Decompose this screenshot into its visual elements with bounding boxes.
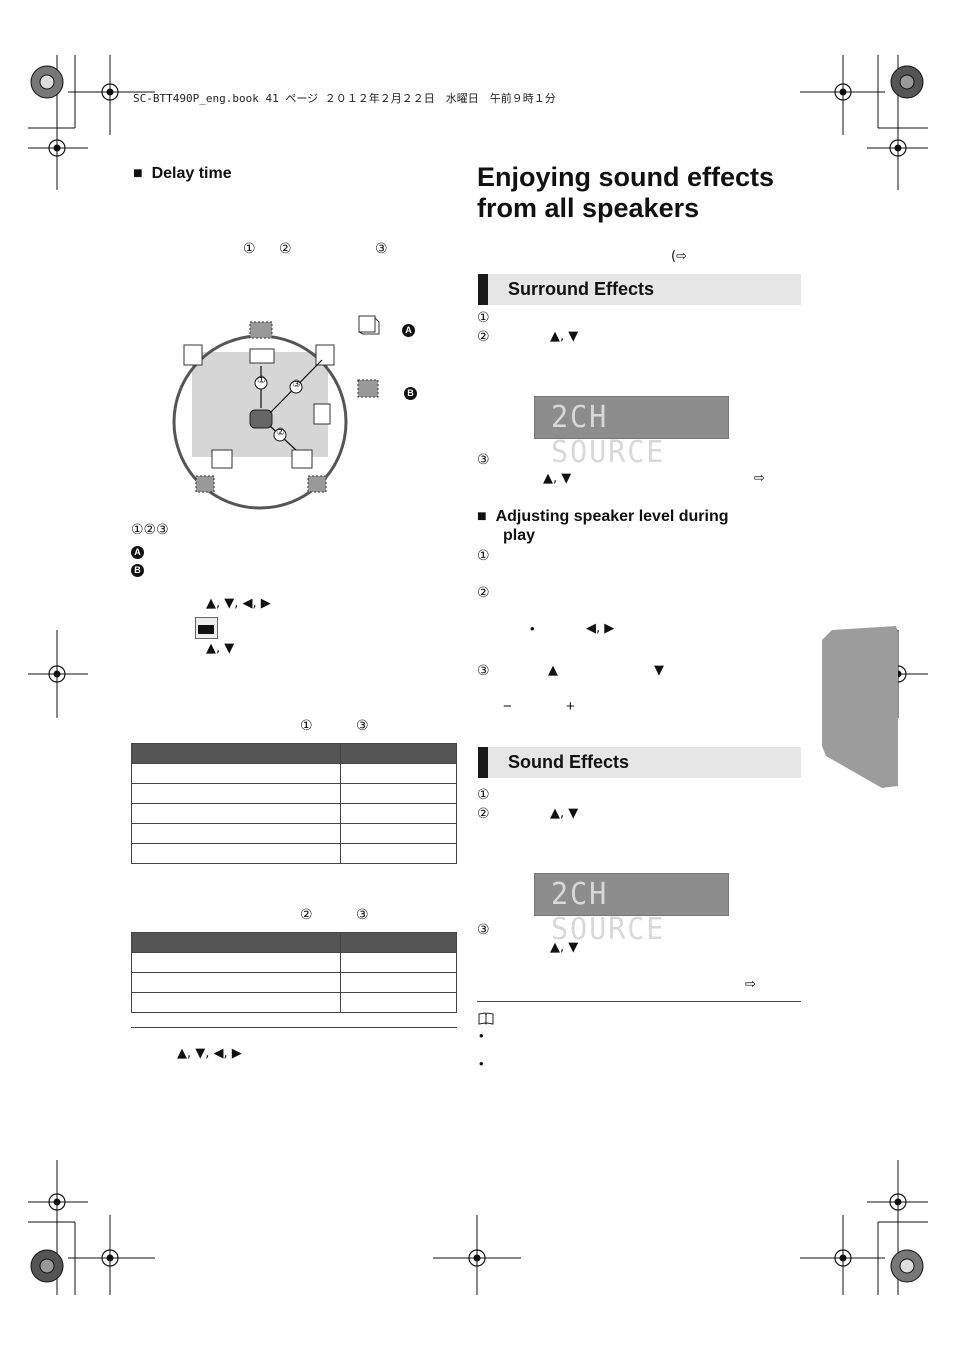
nav-arrows-4way: ▲, ▼, ◀, ▶ <box>206 596 271 611</box>
speaker-dashed-icon <box>357 379 379 398</box>
adjust-down-arrow: ▼ <box>654 663 664 678</box>
delay-table-1 <box>131 743 457 864</box>
square-bullet-icon: ■ <box>133 165 143 182</box>
step-ref-2: ② <box>279 241 292 257</box>
page-title-line1: Enjoying sound effects <box>477 162 775 192</box>
delay-time-label: Delay time <box>151 165 232 182</box>
table2-ref-2: ② <box>300 907 313 923</box>
table-row <box>131 972 457 993</box>
divider <box>131 1027 457 1028</box>
adjust-step-2: ② <box>477 585 490 601</box>
sound-step-3: ③ <box>477 922 490 938</box>
adjust-heading-line2: play <box>503 527 536 544</box>
divider <box>477 1001 801 1002</box>
step-ref-3: ③ <box>375 241 388 257</box>
surround-effects-title: Surround Effects <box>508 279 655 299</box>
sound-step2-arrows: ▲, ▼ <box>550 806 579 821</box>
legend-a: A <box>131 542 144 560</box>
nav-arrows-4way-2: ▲, ▼, ◀, ▶ <box>177 1046 242 1061</box>
legend-circles: ①②③ <box>131 522 169 538</box>
print-header: SC-BTT490P_eng.book 41 ページ ２０１２年２月２２日 水曜… <box>133 92 556 105</box>
adjust-lr-arrows: ◀, ▶ <box>586 621 615 636</box>
sound-effects-title: Sound Effects <box>508 752 630 772</box>
table1-ref-1: ① <box>300 718 313 734</box>
sound-step3-arrows: ▲, ▼ <box>550 940 579 955</box>
surround-step-1: ① <box>477 310 490 326</box>
step-ref-1: ① <box>243 241 256 257</box>
surround-step3-arrows: ▲, ▼ <box>543 471 572 486</box>
adjust-heading-line1: Adjusting speaker level during <box>495 508 729 525</box>
table2-ref-3: ③ <box>356 907 369 923</box>
surround-lcd-display: 2CH SOURCE <box>534 396 729 470</box>
adjust-heading: ■ Adjusting speaker level during <box>477 507 729 527</box>
delay-time-heading: ■ Delay time <box>133 165 232 183</box>
adjust-minus: − <box>503 698 512 715</box>
sound-step-1: ① <box>477 787 490 803</box>
nav-arrows-updown: ▲, ▼ <box>206 641 235 656</box>
surround-effects-bar: Surround Effects <box>478 274 801 305</box>
table-row <box>131 783 457 804</box>
surround-step2-arrows: ▲, ▼ <box>550 329 579 344</box>
page-title-line2: from all speakers <box>477 193 700 223</box>
adjust-bullet: • <box>530 621 535 636</box>
surround-step-3: ③ <box>477 452 490 468</box>
side-thumb-tab <box>822 626 898 788</box>
table-row <box>131 803 457 824</box>
legend-b: B <box>131 560 144 578</box>
table1-ref-3: ③ <box>356 718 369 734</box>
sound-step3-ref: ⇨ <box>745 977 756 992</box>
legend-a-badge: A <box>402 320 415 338</box>
adjust-step-3: ③ <box>477 663 490 679</box>
table-row <box>131 763 457 784</box>
adjust-up-arrow: ▲ <box>548 663 558 678</box>
page-ref-arrow: (⇨ <box>671 249 687 264</box>
delay-table-2 <box>131 932 457 1013</box>
sound-step-2: ② <box>477 806 490 822</box>
enter-button-icon <box>195 617 218 639</box>
table-row <box>131 992 457 1013</box>
diagram-label-2: ② <box>276 427 285 438</box>
table-row <box>131 823 457 844</box>
sound-effects-bar: Sound Effects <box>478 747 801 778</box>
note-bullet-1: • <box>479 1028 484 1043</box>
diagram-label-1: ① <box>257 375 266 386</box>
adjust-step-1: ① <box>477 548 490 564</box>
legend-b-badge: B <box>404 383 417 401</box>
diagram-label-3: ③ <box>292 379 301 390</box>
surround-lcd-text: 2CH SOURCE <box>551 400 666 470</box>
sound-lcd-text: 2CH SOURCE <box>551 877 666 947</box>
surround-step3-ref: ⇨ <box>754 471 765 486</box>
book-icon <box>478 1012 494 1025</box>
speaker-white-icon <box>358 315 380 335</box>
table-row <box>131 952 457 973</box>
sound-lcd-display: 2CH SOURCE <box>534 873 729 947</box>
square-bullet-icon: ■ <box>477 508 487 525</box>
adjust-plus: + <box>566 698 575 715</box>
speaker-layout-diagram <box>172 321 348 510</box>
note-bullet-2: • <box>479 1056 484 1071</box>
surround-step-2: ② <box>477 329 490 345</box>
table-row <box>131 843 457 864</box>
